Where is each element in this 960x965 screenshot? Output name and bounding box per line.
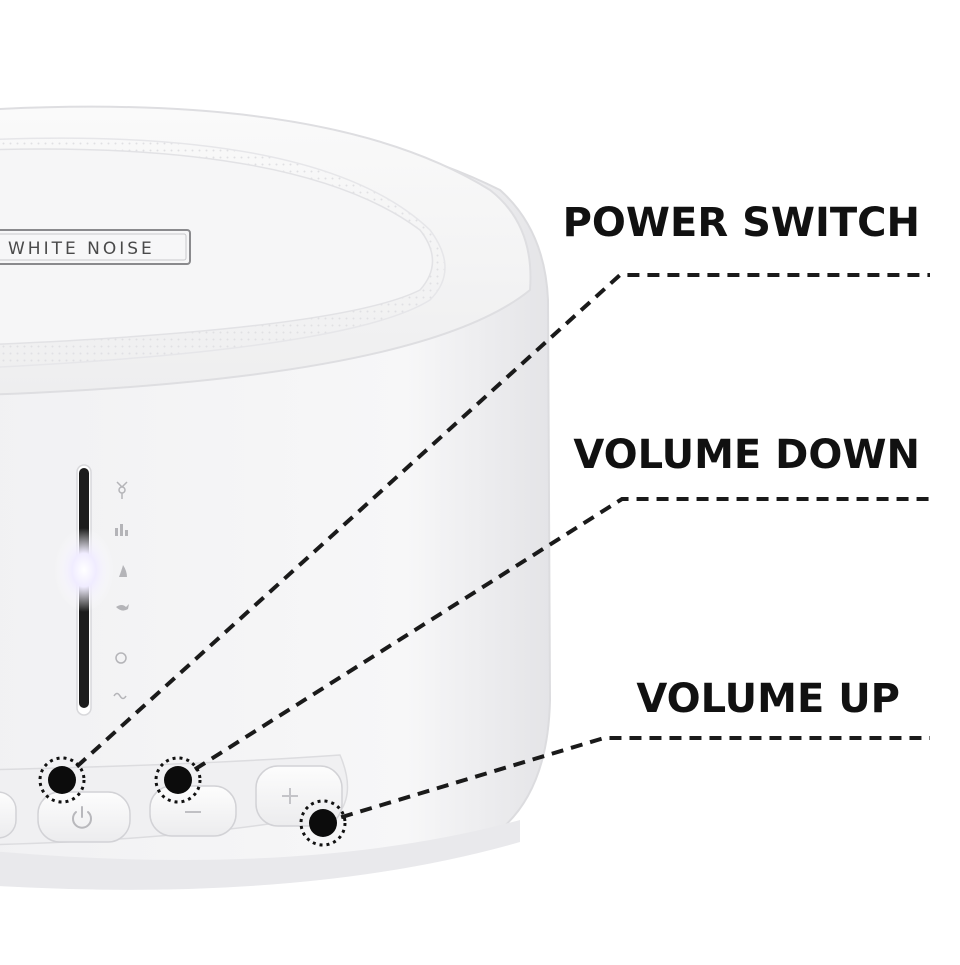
device-base: [0, 820, 520, 890]
light-strip: [54, 464, 114, 716]
bars-icon: [115, 524, 128, 536]
power-marker: [38, 756, 86, 804]
callout-markers: [38, 756, 347, 847]
speaker-lid: [0, 148, 434, 345]
bird-icon: [116, 604, 129, 611]
volume-up-label: VOLUME UP: [636, 676, 900, 722]
volume-down-marker: [154, 756, 202, 804]
brand-badge: WHITE NOISE: [0, 229, 191, 265]
power-callout-line: [60, 273, 930, 782]
callout-lines: [60, 273, 930, 825]
power-button[interactable]: [37, 791, 131, 843]
mode-button[interactable]: [0, 791, 17, 839]
sound-mode-icons: [113, 481, 129, 700]
power-switch-label: POWER SWITCH: [562, 200, 920, 246]
brand-label: WHITE NOISE: [8, 239, 155, 259]
power-icon: [72, 806, 92, 829]
volume-up-callout-line: [321, 736, 930, 825]
volume-down-button[interactable]: [149, 785, 237, 837]
volume-down-label: VOLUME DOWN: [573, 432, 920, 478]
circle-icon: [115, 652, 127, 664]
fire-icon: [119, 565, 127, 577]
fan-icon: [116, 481, 128, 499]
volume-up-marker: [299, 799, 347, 847]
plus-icon: [282, 788, 298, 804]
volume-down-callout-line: [176, 497, 930, 782]
wave-icon: [113, 692, 127, 700]
